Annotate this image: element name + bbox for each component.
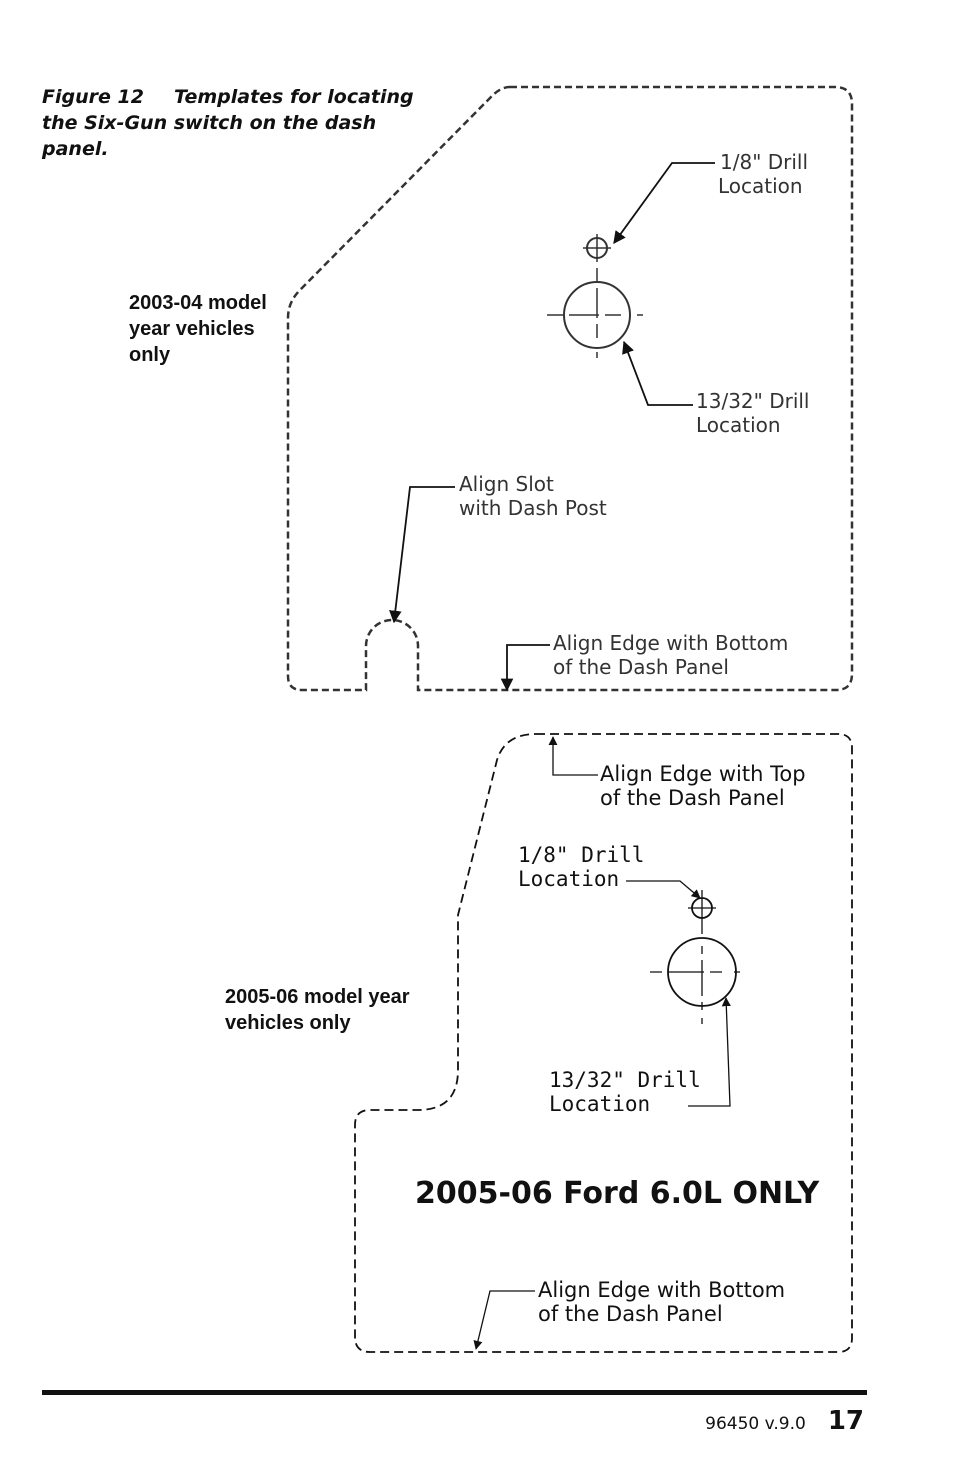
label-2003-04-vehicles: 2003-04 model year vehicles only bbox=[129, 292, 267, 366]
ann-2005-edge-bottom-1: Align Edge with Bottom bbox=[538, 1278, 785, 1302]
leader-2003-slot bbox=[389, 486, 455, 624]
ann-2005-large-drill-2: Location bbox=[549, 1092, 650, 1116]
ann-2003-large-drill-2: Location bbox=[696, 413, 781, 437]
footer-rule bbox=[42, 1390, 867, 1395]
leader-2005-edge-top bbox=[548, 736, 598, 776]
ann-2005-small-drill-2: Location bbox=[518, 867, 619, 891]
ann-2005-small-drill-1: 1/8" Drill bbox=[518, 843, 644, 867]
ann-2003-edge-bottom-2: of the Dash Panel bbox=[553, 655, 729, 679]
template-2003-04-small-hole bbox=[583, 234, 611, 262]
template-2003-04 bbox=[286, 85, 854, 692]
template-2003-04-outline bbox=[286, 85, 854, 692]
template-2003-04-large-hole bbox=[547, 268, 648, 362]
ann-2003-edge-bottom-1: Align Edge with Bottom bbox=[553, 631, 788, 655]
ann-2003-small-drill-1: 1/8" Drill bbox=[720, 150, 808, 174]
ann-2003-slot-1: Align Slot bbox=[459, 472, 554, 496]
ann-2003-small-drill-2: Location bbox=[718, 174, 803, 198]
page-number: 17 bbox=[827, 1406, 864, 1436]
leader-2005-large-drill bbox=[688, 997, 731, 1107]
figure-caption-text: Templates for locating the Six-Gun switc… bbox=[42, 86, 414, 160]
ann-2005-edge-top-1: Align Edge with Top bbox=[600, 762, 806, 786]
ann-2005-large-drill-1: 13/32" Drill bbox=[549, 1068, 701, 1092]
page-footer: 96450 v.9.0 17 bbox=[705, 1406, 864, 1436]
leader-2003-edge-bottom bbox=[500, 644, 550, 692]
label-2005-06-vehicles: 2005-06 model year vehicles only bbox=[225, 986, 410, 1034]
template-2003-04-annotations: 1/8" Drill Location 13/32" Drill Locatio… bbox=[459, 150, 810, 679]
ann-2003-large-drill-1: 13/32" Drill bbox=[696, 389, 810, 413]
leader-2005-small-drill bbox=[626, 880, 701, 899]
leader-2003-large-drill bbox=[622, 340, 693, 406]
template-2005-06-annotations: Align Edge with Top of the Dash Panel 1/… bbox=[415, 762, 821, 1326]
leader-2005-edge-bottom bbox=[473, 1290, 535, 1350]
leader-2003-small-drill bbox=[613, 162, 715, 245]
template-2005-06-outline bbox=[354, 733, 853, 1353]
ann-2003-slot-2: with Dash Post bbox=[459, 496, 607, 520]
ann-2005-edge-top-2: of the Dash Panel bbox=[600, 786, 785, 810]
document-id: 96450 v.9.0 bbox=[705, 1414, 806, 1434]
template-2005-06-large-hole bbox=[650, 937, 754, 1024]
template-2005-06-title: 2005-06 Ford 6.0L ONLY bbox=[415, 1176, 821, 1211]
ann-2005-edge-bottom-2: of the Dash Panel bbox=[538, 1302, 723, 1326]
template-2005-06-small-hole bbox=[688, 890, 716, 934]
figure-label: Figure 12 bbox=[42, 86, 144, 108]
template-2005-06 bbox=[354, 733, 853, 1353]
